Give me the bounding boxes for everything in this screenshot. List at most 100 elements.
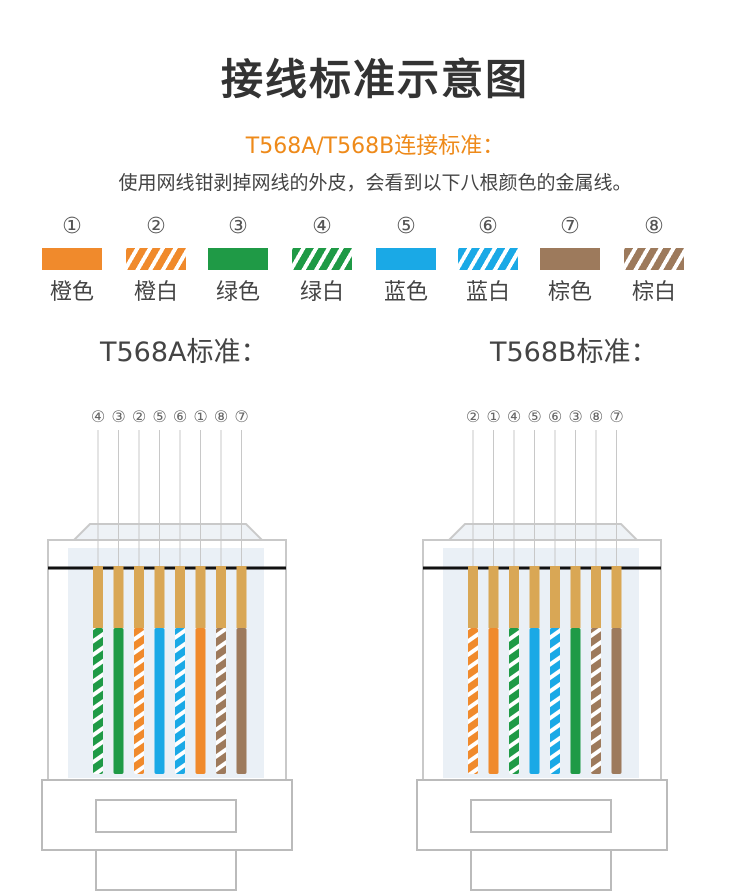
wire-brown [236, 628, 247, 774]
wire-green-white [509, 628, 519, 774]
gold-contact [488, 566, 499, 628]
wire-6: ③ [568, 407, 583, 774]
wire-number-label: ① [486, 407, 500, 426]
wire-6: ① [193, 407, 208, 774]
gold-contact [509, 566, 519, 628]
legend-number: ⑥ [478, 214, 498, 239]
wire-number-label: ⑤ [152, 407, 166, 426]
gold-contact [216, 566, 226, 628]
gold-contact [611, 566, 622, 628]
wire-orange [195, 628, 206, 774]
legend-item-1: ① 橙色 [30, 214, 114, 306]
wire-number-label: ② [132, 407, 146, 426]
legend-number: ③ [228, 214, 248, 239]
gold-contact [550, 566, 560, 628]
boot-window [95, 799, 237, 833]
wire-green-white [93, 628, 103, 774]
boot-tail [470, 849, 612, 891]
legend-label: 蓝色 [383, 280, 428, 305]
gold-contact [175, 566, 185, 628]
gold-contact [154, 566, 165, 628]
wire-color-legend: ① 橙色 ② 橙白 ③ 绿色 ④ 绿白 ⑤ 蓝色 ⑥ 蓝白 ⑦ 棕色 ⑧ 棕白 [0, 214, 750, 314]
wire-number-label: ⑥ [548, 407, 562, 426]
legend-label: 棕白 [631, 280, 676, 305]
legend-number: ⑧ [644, 214, 664, 239]
legend-item-6: ⑥ 蓝白 [446, 214, 530, 306]
legend-swatch-green [208, 248, 268, 270]
wire-4: ⑤ [152, 407, 167, 774]
connector-latch [446, 523, 640, 541]
legend-label: 蓝白 [465, 280, 510, 305]
t568b-label: T568B标准： [490, 337, 658, 368]
legend-item-5: ⑤ 蓝色 [364, 214, 448, 306]
wire-7: ⑧ [214, 407, 228, 774]
wire-orange-white [468, 628, 478, 774]
gold-contact [529, 566, 540, 628]
legend-number: ① [62, 214, 82, 239]
wire-blue [154, 628, 165, 774]
wire-green [570, 628, 581, 774]
wire-orange-white [134, 628, 144, 774]
standard-subtitle: T568A/T568B连接标准： [245, 134, 505, 159]
wire-orange [488, 628, 499, 774]
wire-blue [529, 628, 540, 774]
wire-3: ② [132, 407, 146, 774]
wire-blue-white [550, 628, 560, 774]
wire-number-label: ⑦ [234, 407, 248, 426]
wire-5: ⑥ [173, 407, 187, 774]
wire-number-label: ⑧ [214, 407, 228, 426]
legend-swatch-orange [42, 248, 102, 270]
legend-item-3: ③ 绿色 [196, 214, 280, 306]
gold-contact [113, 566, 124, 628]
boot-tail [95, 849, 237, 891]
legend-swatch-blue-white [458, 248, 518, 270]
legend-item-2: ② 橙白 [114, 214, 198, 306]
legend-label: 绿色 [215, 280, 260, 305]
connector-latch [71, 523, 265, 541]
wire-number-label: ⑤ [527, 407, 541, 426]
wire-2: ③ [111, 407, 126, 774]
wire-5: ⑥ [548, 407, 562, 774]
wire-1: ④ [91, 407, 105, 774]
wire-1: ② [466, 407, 480, 774]
wire-number-label: ⑥ [173, 407, 187, 426]
wire-brown [611, 628, 622, 774]
legend-swatch-brown-white [624, 248, 684, 270]
gold-contact [468, 566, 478, 628]
wire-blue-white [175, 628, 185, 774]
legend-item-4: ④ 绿白 [280, 214, 364, 306]
legend-label: 棕色 [547, 280, 592, 305]
page-title: 接线标准示意图 [220, 55, 529, 104]
t568a-label: T568A标准： [100, 337, 268, 368]
wire-7: ⑧ [589, 407, 603, 774]
wire-brown-white [216, 628, 226, 774]
wire-8: ⑦ [609, 407, 624, 774]
legend-label: 橙白 [133, 280, 178, 305]
legend-number: ② [146, 214, 166, 239]
legend-swatch-blue [376, 248, 436, 270]
description-text: 使用网线钳剥掉网线的外皮，会看到以下八根颜色的金属线。 [118, 172, 632, 194]
boot-window [470, 799, 612, 833]
wire-number-label: ⑦ [609, 407, 623, 426]
legend-item-7: ⑦ 棕色 [528, 214, 612, 306]
gold-contact [93, 566, 103, 628]
gold-contact [195, 566, 206, 628]
wire-2: ① [486, 407, 501, 774]
wire-number-label: ⑧ [589, 407, 603, 426]
wire-number-label: ② [466, 407, 480, 426]
gold-contact [134, 566, 144, 628]
legend-swatch-green-white [292, 248, 352, 270]
gold-contact [236, 566, 247, 628]
gold-contact [570, 566, 581, 628]
legend-number: ④ [312, 214, 332, 239]
wire-brown-white [591, 628, 601, 774]
wire-number-label: ④ [507, 407, 521, 426]
legend-label: 绿白 [299, 280, 344, 305]
legend-number: ⑤ [396, 214, 416, 239]
legend-item-8: ⑧ 棕白 [612, 214, 696, 306]
wire-green [113, 628, 124, 774]
legend-swatch-orange-white [126, 248, 186, 270]
wire-number-label: ④ [91, 407, 105, 426]
